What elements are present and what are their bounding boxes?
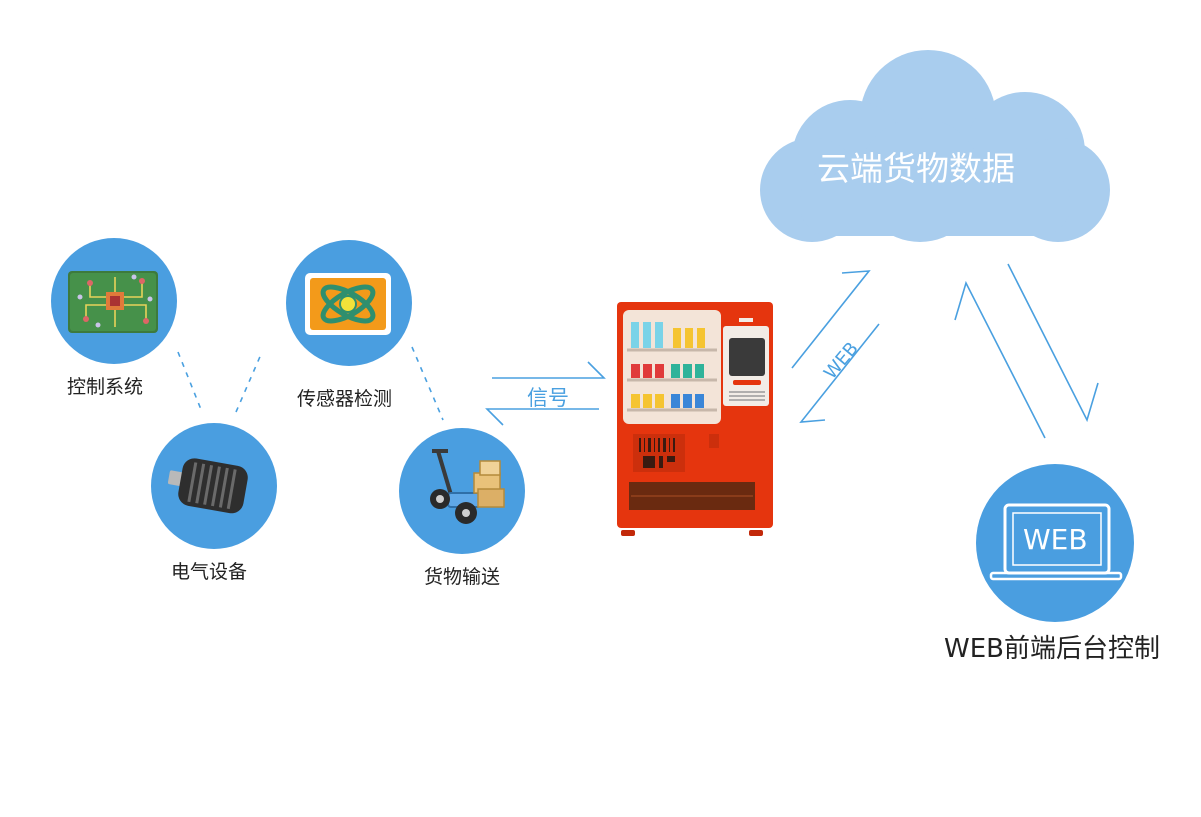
hand-truck-icon xyxy=(399,428,525,554)
circuit-board-icon xyxy=(51,238,177,364)
sensor-detection-node[interactable] xyxy=(285,239,413,367)
sensor-icon xyxy=(286,240,412,366)
laptop-icon xyxy=(976,464,1134,622)
motor-icon xyxy=(151,423,277,549)
signal-label: 信号 xyxy=(527,386,569,410)
vending-machine[interactable] xyxy=(617,300,775,542)
web-to-cloud-arrow xyxy=(954,280,1046,439)
cloud-to-web-arrow xyxy=(1007,263,1099,423)
dash-control-electrical xyxy=(177,351,203,413)
web-arrow-up xyxy=(791,270,871,369)
electrical-equipment-node[interactable] xyxy=(150,422,278,550)
web-backend-node[interactable] xyxy=(975,463,1135,623)
web-backend-label: WEB前端后台控制 xyxy=(944,634,1160,664)
control-system-label: 控制系统 xyxy=(67,376,144,398)
vending-machine-illustration xyxy=(617,302,773,536)
goods-transport-node[interactable] xyxy=(398,427,526,555)
dash-electrical-sensor xyxy=(235,351,263,413)
cloud-shape xyxy=(760,50,1110,242)
web-arrow-down xyxy=(799,323,880,423)
signal-arrow-right xyxy=(492,361,606,379)
goods-transport-label: 货物输送 xyxy=(424,566,501,588)
web-screen-text: WEB xyxy=(1023,523,1088,556)
sensor-detection-label: 传感器检测 xyxy=(297,388,393,410)
dash-sensor-transport xyxy=(411,346,444,421)
cloud-label: 云端货物数据 xyxy=(817,149,1015,188)
control-system-node[interactable] xyxy=(50,237,178,365)
electrical-equipment-label: 电气设备 xyxy=(171,561,248,583)
signal-arrow-left xyxy=(485,408,599,426)
